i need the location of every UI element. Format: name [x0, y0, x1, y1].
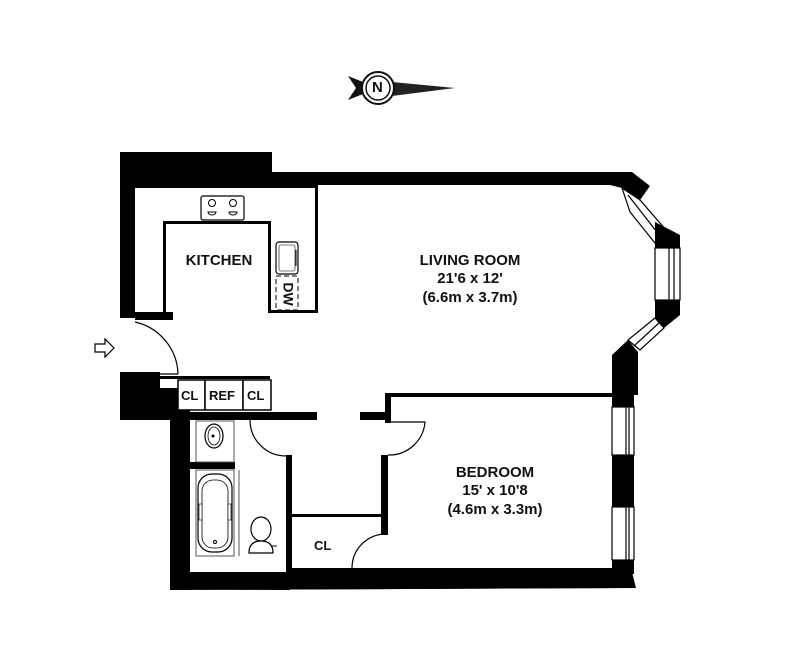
entry-arrow-icon [94, 337, 115, 359]
bathroom [195, 420, 277, 557]
room-label-bedroom: BEDROOM 15' x 10'8 (4.6m x 3.3m) [420, 464, 570, 519]
bathtub-icon [197, 473, 233, 553]
kitchen-sink-icon [275, 241, 299, 275]
storage-boxes [177, 379, 272, 411]
compass-north-label: N [372, 79, 383, 96]
bathroom-sink-icon [204, 423, 224, 449]
toilet-icon [248, 516, 277, 554]
exterior-walls [120, 152, 680, 590]
bay-windows [611, 186, 681, 561]
dishwasher-label: DW [280, 282, 297, 306]
bedroom-dims-imperial: 15' x 10'8 [462, 482, 528, 500]
closet-label-hall: CL [314, 538, 332, 553]
interior-walls [150, 185, 613, 572]
stove-icon [200, 195, 245, 221]
door-swings [134, 321, 426, 569]
living-room-name: LIVING ROOM [419, 252, 521, 269]
refrigerator-label: REF [209, 388, 235, 403]
living-room-dims-imperial: 21'6 x 12' [437, 270, 503, 288]
kitchen-appliances [200, 195, 299, 311]
kitchen-name: KITCHEN [185, 252, 253, 269]
dishwasher-icon [275, 275, 299, 311]
bedroom-name: BEDROOM [455, 464, 535, 481]
living-room-dims-metric: (6.6m x 3.7m) [422, 288, 518, 306]
bedroom-dims-metric: (4.6m x 3.3m) [447, 500, 543, 518]
room-label-kitchen: KITCHEN [172, 252, 266, 270]
closet-label-2: CL [247, 388, 265, 403]
room-label-living-room: LIVING ROOM 21'6 x 12' (6.6m x 3.7m) [380, 252, 560, 307]
north-arrow-icon [348, 71, 455, 105]
closet-label-1: CL [181, 388, 199, 403]
